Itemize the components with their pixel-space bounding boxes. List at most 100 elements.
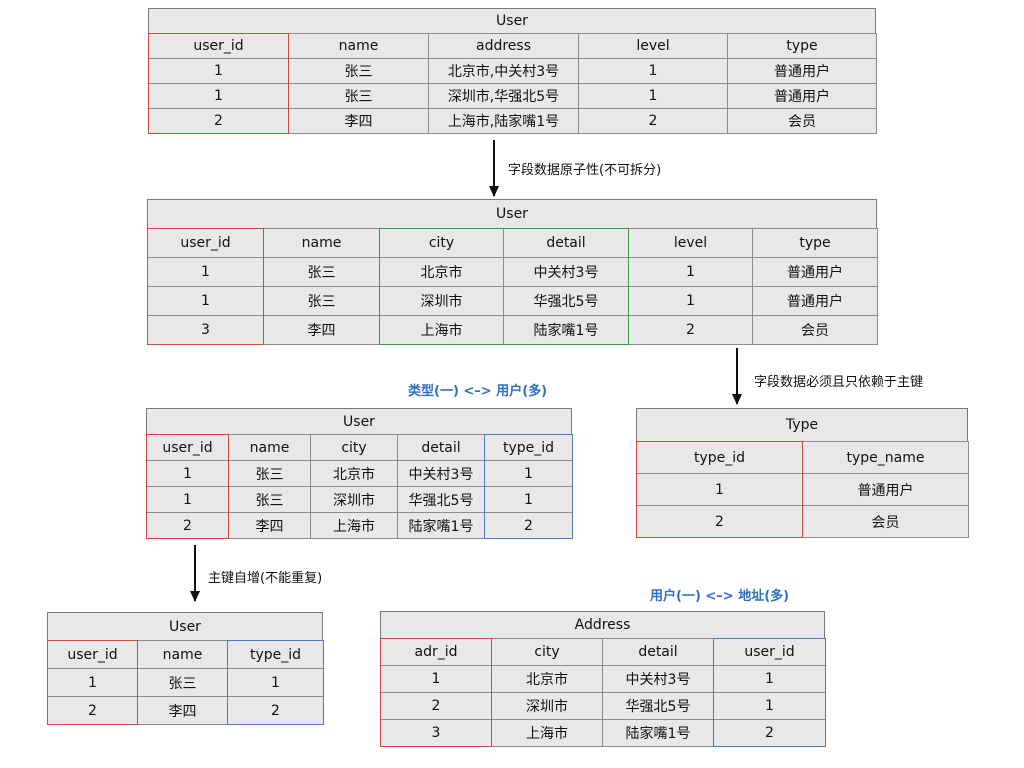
atomicity-label: 字段数据原子性(不可拆分) [508, 163, 662, 178]
column-header: detail [602, 638, 714, 666]
table-cell: 深圳市 [379, 286, 504, 316]
table-cell: 1 [578, 83, 728, 109]
table-cell: 张三 [228, 460, 311, 487]
auto-increment-label: 主键自增(不能重复) [208, 571, 323, 586]
table-cell: 北京市,中关村3号 [428, 58, 579, 84]
arrow-t2-to-type [732, 348, 742, 405]
column-header: city [310, 434, 398, 461]
arrow-t3-to-t5 [190, 545, 200, 602]
table-cell: 1 [47, 668, 138, 697]
table-cell: 上海市 [491, 719, 603, 747]
column-header: adr_id [380, 638, 492, 666]
column-header: level [628, 228, 753, 258]
table-cell: 1 [147, 257, 264, 287]
table-cell: 1 [636, 473, 803, 506]
table-cell: 李四 [228, 512, 311, 539]
column-header: type_id [636, 441, 803, 474]
table-cell: 2 [636, 505, 803, 538]
table-cell: 北京市 [491, 665, 603, 693]
table-title: Type [636, 408, 968, 442]
table-cell: 李四 [288, 108, 429, 134]
table-cell: 1 [713, 692, 826, 720]
table-cell: 中关村3号 [397, 460, 485, 487]
column-header: type [752, 228, 878, 258]
table-cell: 张三 [288, 58, 429, 84]
table-cell: 2 [578, 108, 728, 134]
table-cell: 普通用户 [802, 473, 969, 506]
table-cell: 1 [227, 668, 324, 697]
table-cell: 1 [148, 83, 289, 109]
table-cell: 2 [148, 108, 289, 134]
table-cell: 会员 [752, 315, 878, 345]
table-cell: 张三 [137, 668, 228, 697]
table-cell: 2 [47, 696, 138, 725]
column-header: user_id [146, 434, 229, 461]
column-header: name [263, 228, 380, 258]
table-cell: 北京市 [379, 257, 504, 287]
table-cell: 2 [713, 719, 826, 747]
table-cell: 普通用户 [727, 83, 877, 109]
table-cell: 张三 [263, 286, 380, 316]
table-cell: 上海市,陆家嘴1号 [428, 108, 579, 134]
table-cell: 1 [147, 286, 264, 316]
column-header: detail [397, 434, 485, 461]
table-cell: 1 [146, 486, 229, 513]
table-title: User [47, 612, 323, 641]
column-header: type_id [484, 434, 573, 461]
column-header: city [379, 228, 504, 258]
column-header: detail [503, 228, 629, 258]
table-cell: 1 [578, 58, 728, 84]
column-header: type [727, 33, 877, 59]
column-header: name [288, 33, 429, 59]
table-cell: 普通用户 [752, 257, 878, 287]
table-cell: 普通用户 [752, 286, 878, 316]
column-header: user_id [148, 33, 289, 59]
type-user-relation-label: 类型(一) <–> 用户(多) [408, 384, 548, 399]
table-cell: 上海市 [310, 512, 398, 539]
table-title: User [146, 408, 572, 435]
table-cell: 2 [380, 692, 492, 720]
table-cell: 3 [380, 719, 492, 747]
table-cell: 1 [484, 486, 573, 513]
table-cell: 2 [484, 512, 573, 539]
table-cell: 1 [484, 460, 573, 487]
column-header: type_name [802, 441, 969, 474]
column-header: city [491, 638, 603, 666]
table-cell: 2 [628, 315, 753, 345]
column-header: name [228, 434, 311, 461]
table-cell: 1 [628, 286, 753, 316]
depends-on-key-label: 字段数据必须且只依赖于主键 [754, 375, 924, 390]
table-cell: 2 [227, 696, 324, 725]
column-header: level [578, 33, 728, 59]
table-cell: 1 [628, 257, 753, 287]
column-header: address [428, 33, 579, 59]
column-header: name [137, 640, 228, 669]
table-cell: 李四 [263, 315, 380, 345]
table-cell: 深圳市 [310, 486, 398, 513]
table-cell: 2 [146, 512, 229, 539]
table-title: Address [380, 611, 825, 639]
table-cell: 华强北5号 [397, 486, 485, 513]
table-cell: 普通用户 [727, 58, 877, 84]
table-cell: 3 [147, 315, 264, 345]
table-title: User [148, 8, 876, 34]
table-cell: 陆家嘴1号 [503, 315, 629, 345]
table-cell: 张三 [263, 257, 380, 287]
table-cell: 会员 [727, 108, 877, 134]
table-cell: 1 [148, 58, 289, 84]
table-cell: 北京市 [310, 460, 398, 487]
table-cell: 上海市 [379, 315, 504, 345]
table-cell: 1 [713, 665, 826, 693]
table-cell: 会员 [802, 505, 969, 538]
column-header: user_id [147, 228, 264, 258]
table-cell: 李四 [137, 696, 228, 725]
table-cell: 中关村3号 [503, 257, 629, 287]
table-cell: 深圳市,华强北5号 [428, 83, 579, 109]
arrow-t1-to-t2 [489, 140, 499, 197]
table-cell: 深圳市 [491, 692, 603, 720]
